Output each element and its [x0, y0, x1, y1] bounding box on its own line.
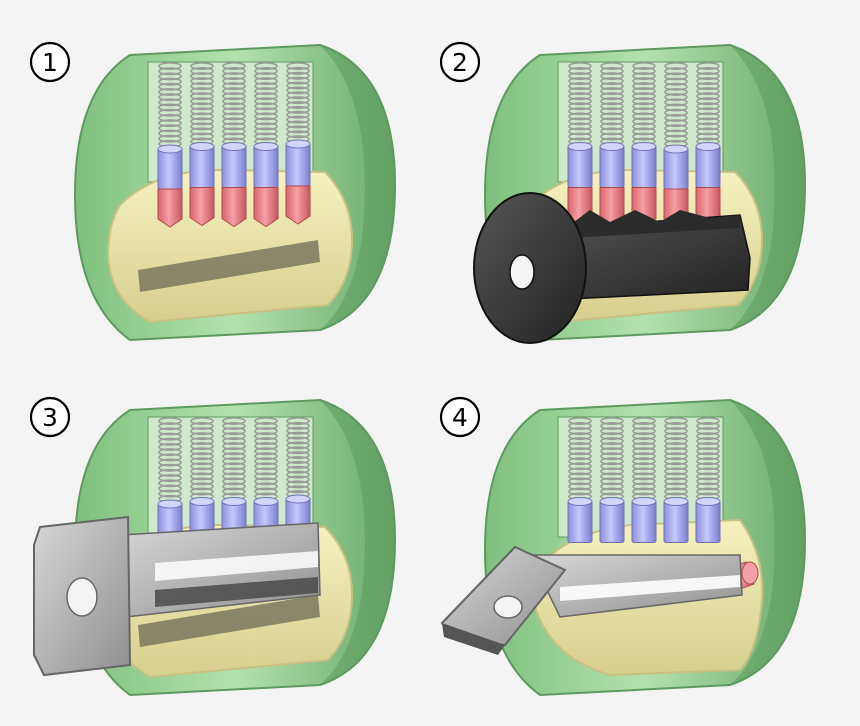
driver-pin-1 [568, 502, 592, 543]
driver-pin-top-4 [664, 498, 688, 506]
driver-pin-top-1 [158, 500, 182, 508]
pin-stack [158, 63, 310, 227]
driver-pin-1 [158, 149, 182, 189]
driver-pin-top-1 [568, 143, 592, 151]
panel-3: 3 [31, 398, 395, 695]
driver-pin-top-3 [222, 498, 246, 506]
driver-pin-top-2 [600, 498, 624, 506]
driver-pin-top-2 [600, 143, 624, 151]
driver-pin-5 [696, 147, 720, 188]
driver-pin-3 [632, 147, 656, 188]
driver-pin-5 [696, 502, 720, 543]
step-number-3: 3 [31, 398, 69, 436]
driver-pin-top-3 [632, 143, 656, 151]
key-pin-5 [286, 186, 310, 224]
driver-pin-3 [222, 147, 246, 188]
key-pin-1 [158, 189, 182, 227]
key-pin-4 [254, 188, 278, 227]
driver-pin-4 [664, 502, 688, 543]
driver-pin-top-4 [254, 498, 278, 506]
driver-pin-2 [190, 147, 214, 188]
driver-pin-top-2 [190, 498, 214, 506]
driver-pin-top-5 [286, 140, 310, 148]
step-number-text: 4 [452, 403, 468, 432]
driver-pin-1 [568, 147, 592, 188]
step-number-text: 3 [42, 403, 58, 432]
key-hole [510, 255, 534, 289]
key-hole [494, 596, 522, 618]
pin-stack [568, 63, 720, 229]
key-pin-rotated-end-5 [742, 562, 758, 584]
driver-pin-2 [600, 502, 624, 543]
driver-pin-top-1 [568, 498, 592, 506]
driver-pin-2 [600, 147, 624, 188]
key-hole [67, 578, 97, 616]
step-number-1: 1 [31, 43, 69, 81]
step-number-4: 4 [441, 398, 479, 436]
step-number-text: 1 [42, 48, 58, 77]
driver-pin-top-5 [696, 143, 720, 151]
driver-pin-top-4 [254, 143, 278, 151]
step-number-2: 2 [441, 43, 479, 81]
driver-pin-top-3 [632, 498, 656, 506]
key-pin-3 [222, 188, 246, 227]
driver-pin-4 [664, 149, 688, 189]
key-pin-2 [190, 188, 214, 226]
panel-1: 1 [31, 43, 395, 340]
driver-pin-top-2 [190, 143, 214, 151]
driver-pin-top-3 [222, 143, 246, 151]
driver-pin-4 [254, 147, 278, 188]
driver-pin-top-5 [286, 495, 310, 503]
driver-pin-3 [632, 502, 656, 543]
driver-pin-5 [286, 144, 310, 186]
panel-2: 2 [441, 43, 805, 343]
driver-pin-top-1 [158, 145, 182, 153]
driver-pin-top-4 [664, 145, 688, 153]
step-number-text: 2 [452, 48, 468, 77]
driver-pin-top-5 [696, 498, 720, 506]
panel-4: 4 [441, 398, 805, 695]
